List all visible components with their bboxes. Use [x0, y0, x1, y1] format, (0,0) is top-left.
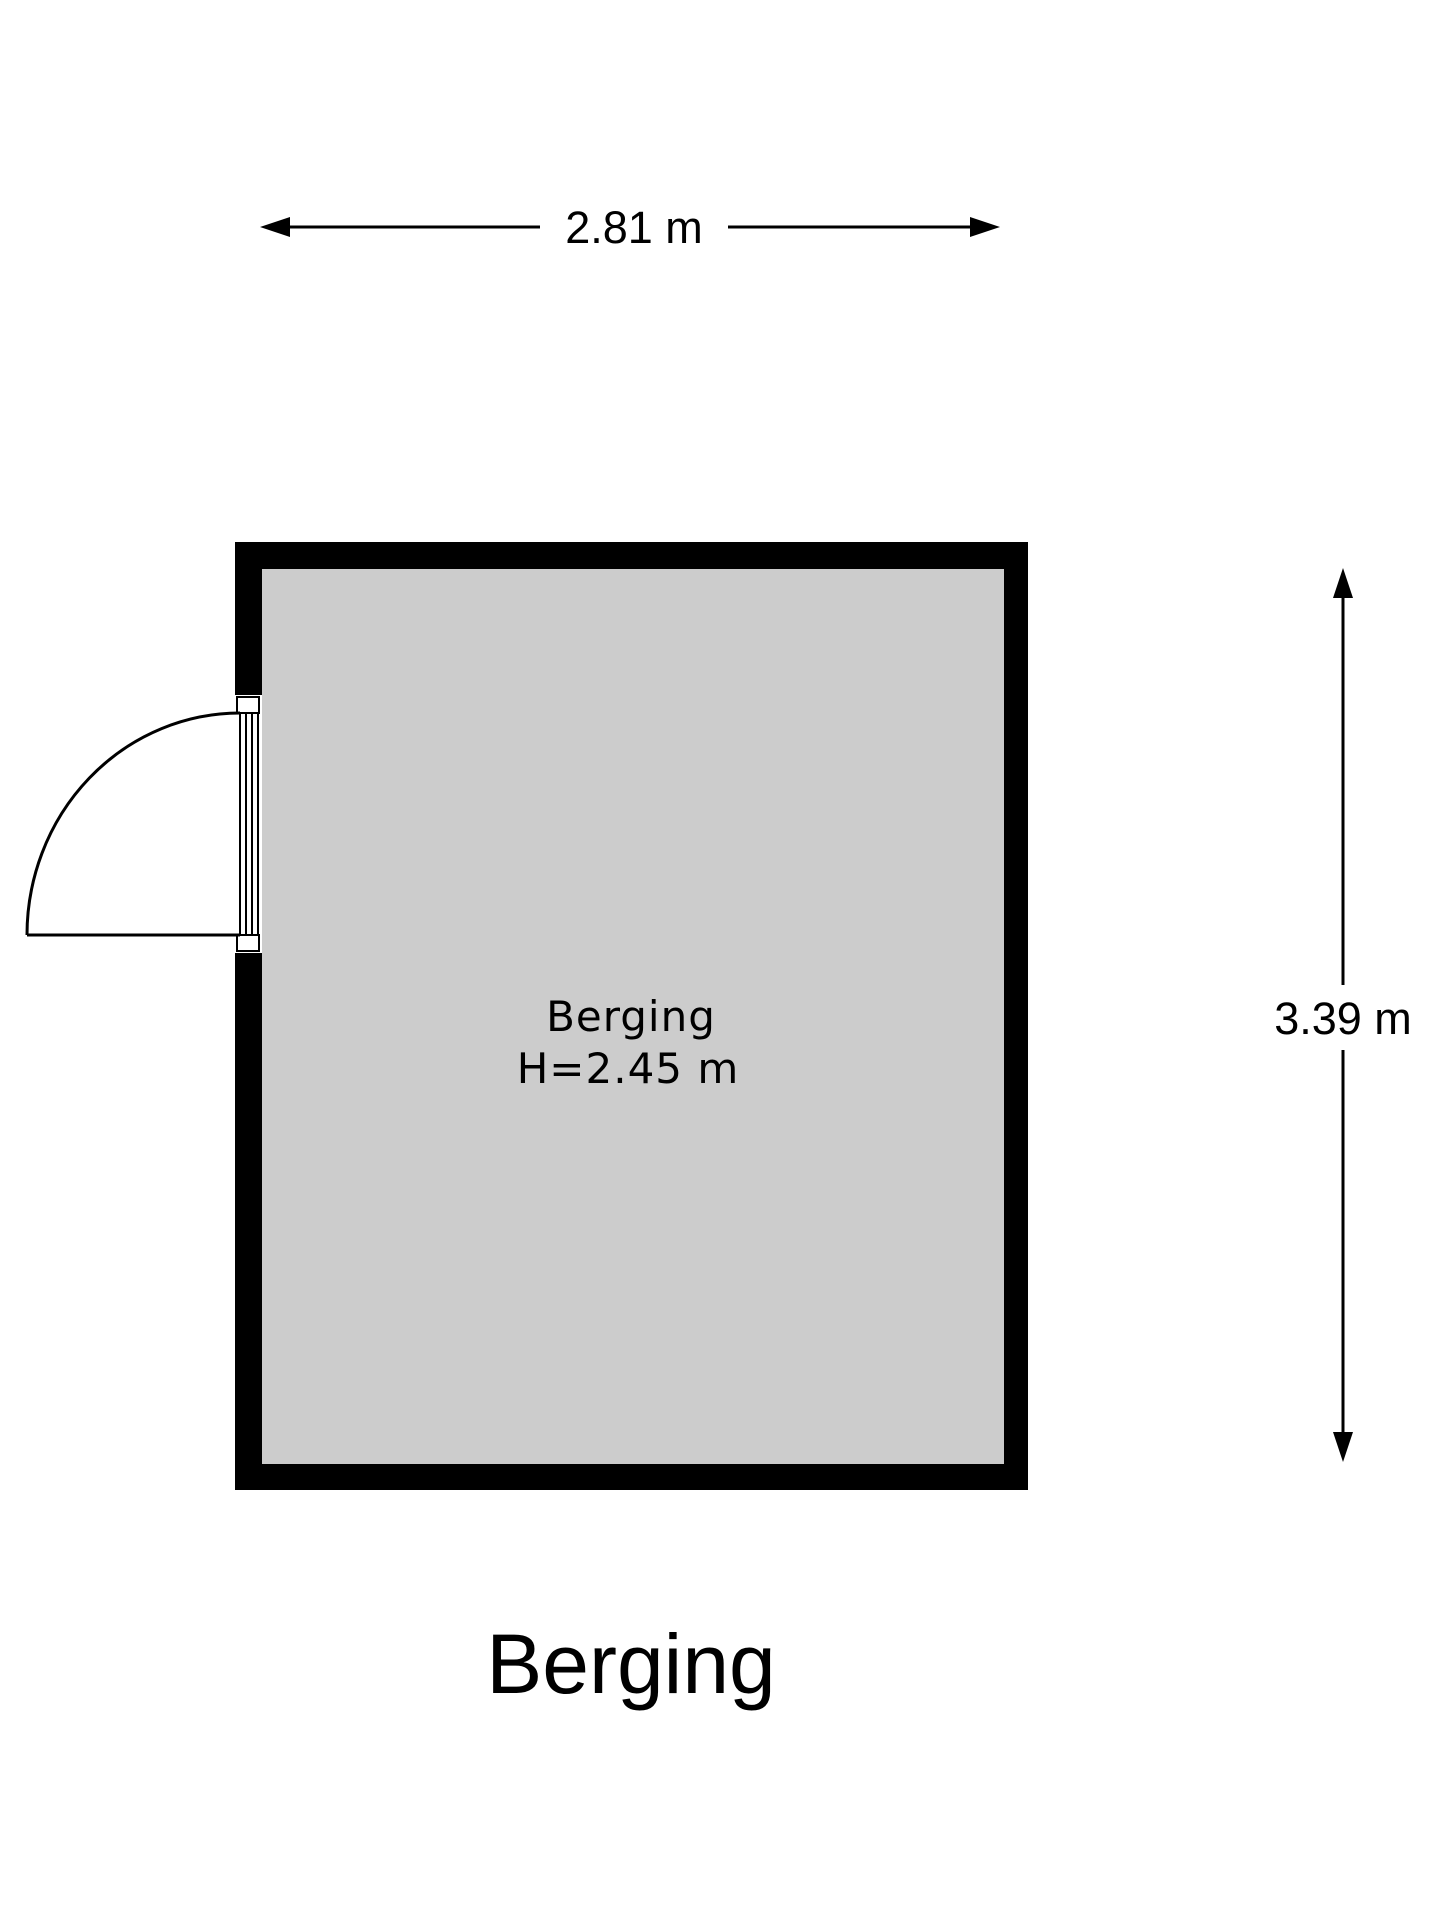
depth-bottom-arrow-icon — [1333, 1432, 1353, 1462]
door-swing-icon — [25, 711, 241, 937]
plan-title: Berging — [486, 1617, 776, 1711]
door-threshold — [239, 713, 259, 935]
width-dimension: 2.81 m — [260, 202, 1000, 253]
width-dimension-label: 2.81 m — [565, 202, 703, 253]
depth-dimension: 3.39 m — [1274, 568, 1412, 1462]
room-name-label: Berging — [546, 992, 716, 1041]
width-right-arrow-icon — [970, 217, 1000, 237]
room-berging: Berging H=2.45 m — [25, 542, 1028, 1490]
door-jamb-top — [236, 696, 260, 714]
room-height-label: H=2.45 m — [517, 1044, 740, 1093]
door-jamb-bottom — [236, 934, 260, 952]
depth-top-arrow-icon — [1333, 568, 1353, 598]
width-left-arrow-icon — [260, 217, 290, 237]
depth-dimension-label: 3.39 m — [1274, 993, 1412, 1044]
room-floor — [262, 569, 1004, 1464]
